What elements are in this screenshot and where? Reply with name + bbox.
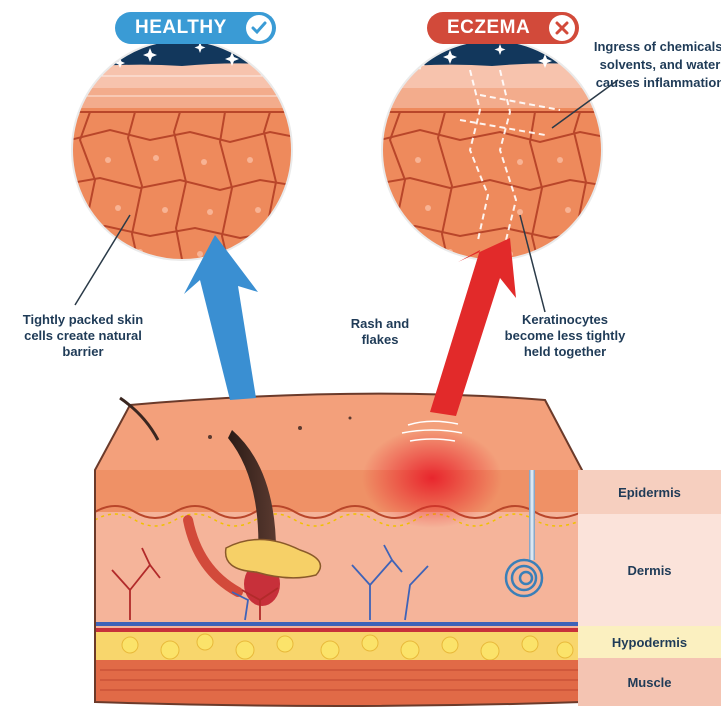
x-icon [549, 15, 575, 41]
layer-hypodermis: Hypodermis [578, 626, 721, 658]
annotation-rash: Rash and flakes [345, 316, 415, 348]
check-icon [246, 15, 272, 41]
healthy-badge-label: HEALTHY [135, 17, 227, 39]
eczema-badge-label: ECZEMA [447, 17, 530, 39]
annotation-ingress: Ingress of chemicals, solvents, and wate… [580, 38, 721, 92]
layer-epidermis: Epidermis [578, 470, 721, 514]
healthy-skin-magnifier [60, 30, 310, 280]
layer-hypodermis-label: Hypodermis [612, 635, 687, 650]
layer-muscle-label: Muscle [627, 675, 671, 690]
skin-cross-section [95, 394, 582, 706]
annotation-keratinocytes: Keratinocytes become less tightly held t… [500, 312, 630, 360]
healthy-badge: HEALTHY [115, 12, 276, 44]
annotation-tightly-packed: Tightly packed skin cells create natural… [8, 312, 158, 360]
layer-dermis: Dermis [578, 514, 721, 626]
layer-dermis-label: Dermis [627, 563, 671, 578]
layer-epidermis-label: Epidermis [618, 485, 681, 500]
eczema-badge: ECZEMA [427, 12, 579, 44]
layer-muscle: Muscle [578, 658, 721, 706]
